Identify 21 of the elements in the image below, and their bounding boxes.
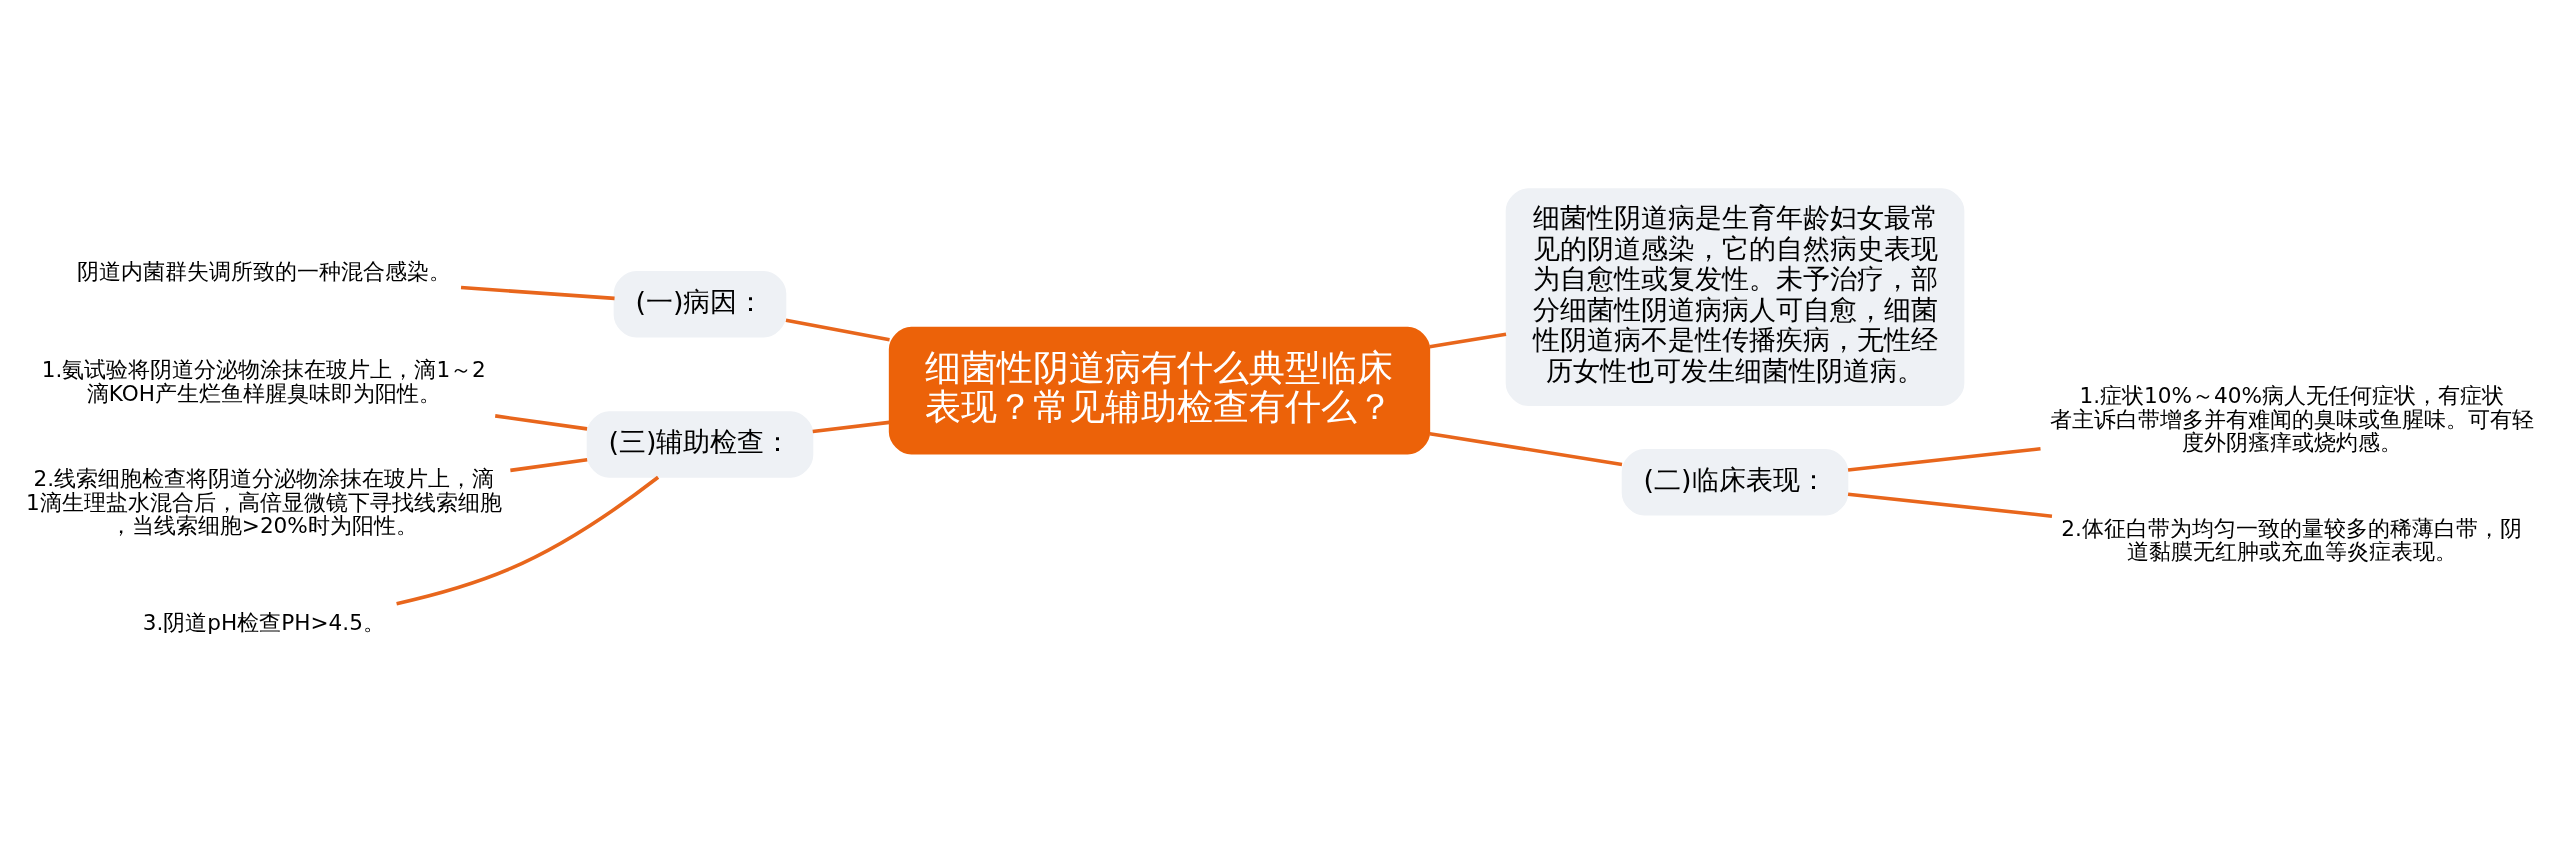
node-box: 细菌性阴道病有什么典型临床表现？常见辅助检查有什么？ (888, 326, 1431, 455)
connector (1429, 332, 1507, 349)
connector (785, 318, 890, 342)
connector (494, 414, 588, 431)
connector (812, 420, 890, 434)
connector (1429, 431, 1623, 467)
node-box: (一)病因： (613, 271, 787, 338)
node-box: (三)辅助检查： (586, 411, 814, 478)
node-text: 阴道内菌群失调所致的一种混合感染。 (76, 259, 451, 285)
node-text: 2.体征白带为均匀一致的量较多的稀薄白带，阴道黏膜无红肿或充血等炎症表现。 (2061, 515, 2522, 564)
connector (1847, 492, 2053, 518)
connector (1847, 447, 2041, 472)
connector (396, 475, 660, 606)
connector (510, 458, 588, 473)
node-box: (二)临床表现： (1621, 449, 1849, 516)
node-box: 细菌性阴道病是生育年龄妇女最常见的阴道感染，它的自然病史表现为自愈性或复发性。未予治疗，部分细菌性阴道病病人可自愈，细菌性阴道病不是性传播疾病，无性经历女性也可发生细菌性阴道病。 (1505, 188, 1965, 406)
node-text: 3.阴道pH检查PH>4.5。 (142, 610, 385, 636)
node-text: 1.症状10%～40%病人无任何症状，有症状者主诉白带增多并有难闻的臭味或鱼腥味。可有轻度外阴瘙痒或烧灼感。 (2049, 383, 2534, 456)
node-text: 1.氨试验将阴道分泌物涂抹在玻片上，滴1～2滴KOH产生烂鱼样腥臭味即为阳性。 (41, 357, 486, 406)
connector (460, 285, 615, 301)
node-text: 2.线索细胞检查将阴道分泌物涂抹在玻片上，滴1滴生理盐水混合后，高倍显微镜下寻找线索细胞，当线索细胞>20%时为阳性。 (25, 466, 502, 538)
